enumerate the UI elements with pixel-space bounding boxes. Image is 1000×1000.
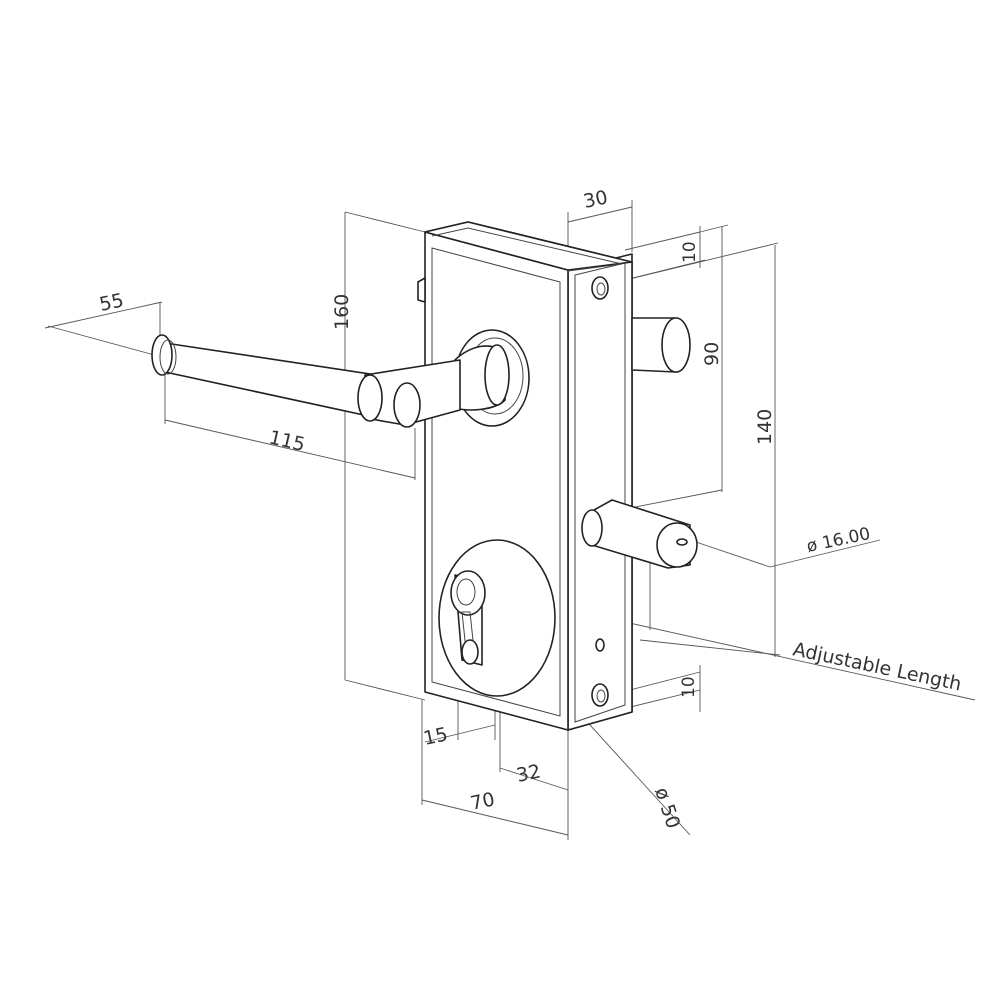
dim-body-height: 160 [331, 294, 353, 330]
dim-handle-projection: 55 [97, 289, 125, 316]
dim-overall-height: 140 [754, 409, 776, 445]
screw-holes [591, 276, 609, 707]
latch-stub [631, 317, 691, 373]
dim-rosette-diameter: ø 50 [650, 785, 684, 832]
handle [151, 277, 530, 428]
dim-bottom-offset: 10 [679, 676, 699, 698]
dim-adjustable-length: Adjustable Length [791, 638, 963, 695]
dim-cylinder-offset: 15 [421, 723, 449, 750]
dim-top-offset: 10 [680, 241, 700, 263]
bolt [581, 499, 698, 569]
dim-body-depth: 30 [581, 186, 609, 213]
dim-backset: 32 [514, 760, 542, 787]
dim-bolt-diameter: ø 16.00 [805, 524, 872, 557]
dim-body-width: 70 [468, 788, 496, 815]
dimension-lines [44, 200, 976, 840]
cylinder-rosette [438, 539, 556, 697]
dim-handle-length: 115 [267, 426, 307, 456]
dim-bolt-spacing: 90 [701, 342, 723, 366]
